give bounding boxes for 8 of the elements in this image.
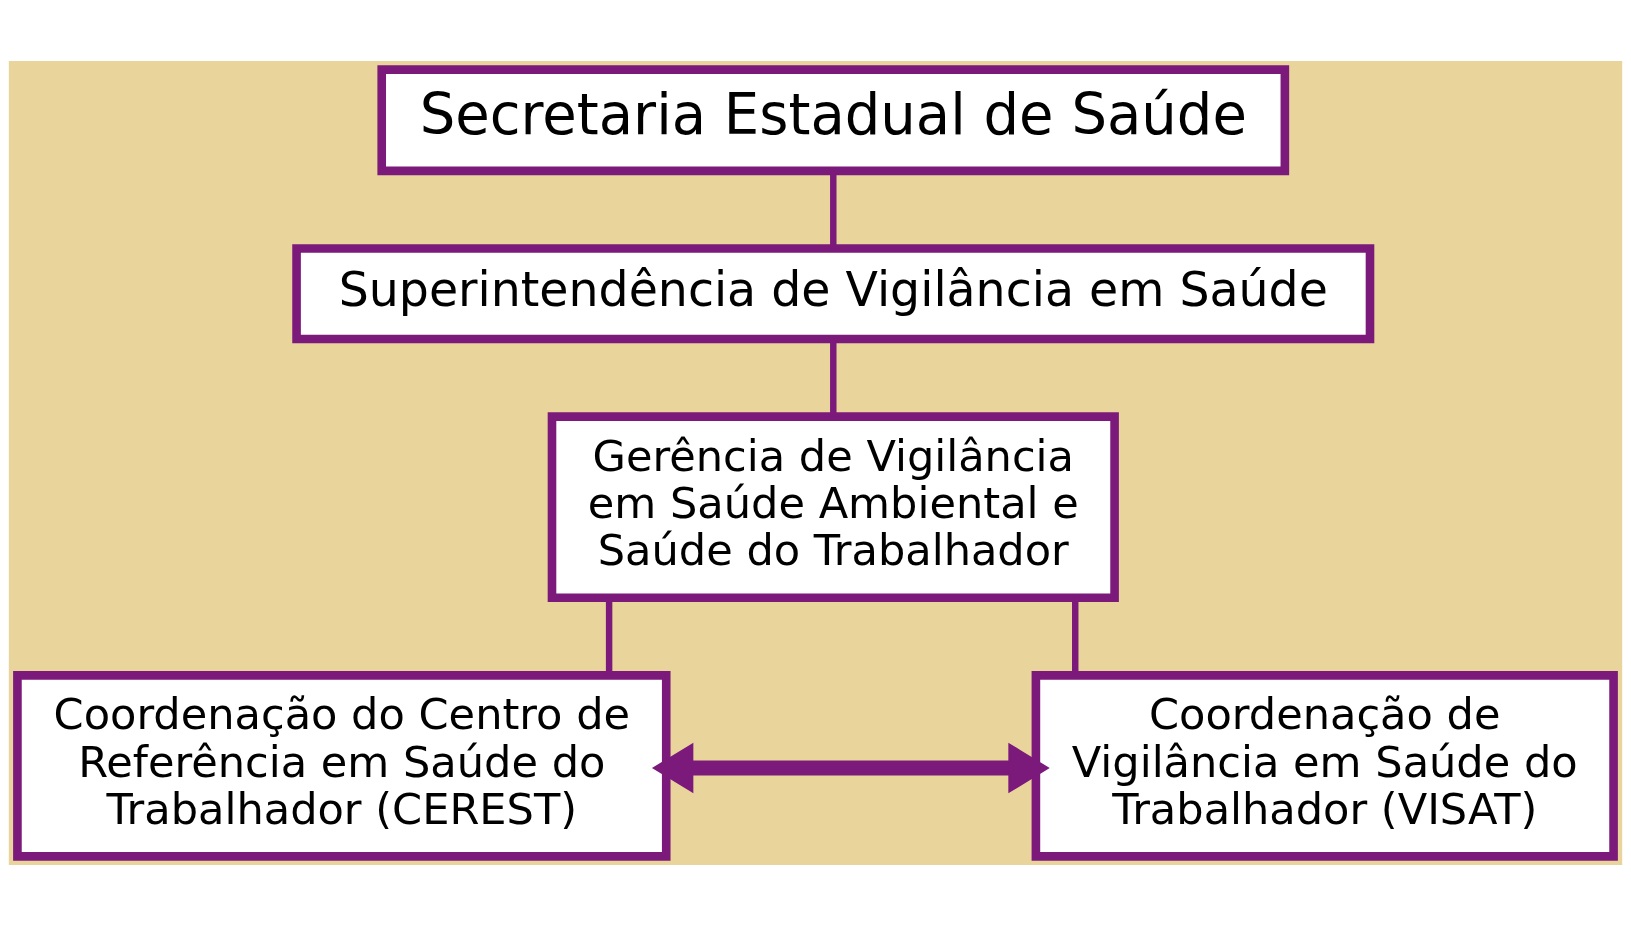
node-box: Secretaria Estadual de Saúde bbox=[377, 64, 1290, 175]
node-box: Coordenação de Vigilância em Saúde do Trabalhador (VISAT) bbox=[1031, 670, 1618, 861]
node-box: Coordenação do Centro de Referência em Saúde do Trabalhador (CEREST) bbox=[13, 670, 671, 861]
arrow bbox=[651, 742, 1050, 793]
connector bbox=[830, 339, 837, 416]
node-box: Superintendência de Vigilância em Saúde bbox=[292, 243, 1375, 343]
node-box: Gerência de Vigilância em Saúde Ambiental e Saúde do Trabalhador bbox=[547, 411, 1119, 602]
connector bbox=[830, 170, 837, 248]
